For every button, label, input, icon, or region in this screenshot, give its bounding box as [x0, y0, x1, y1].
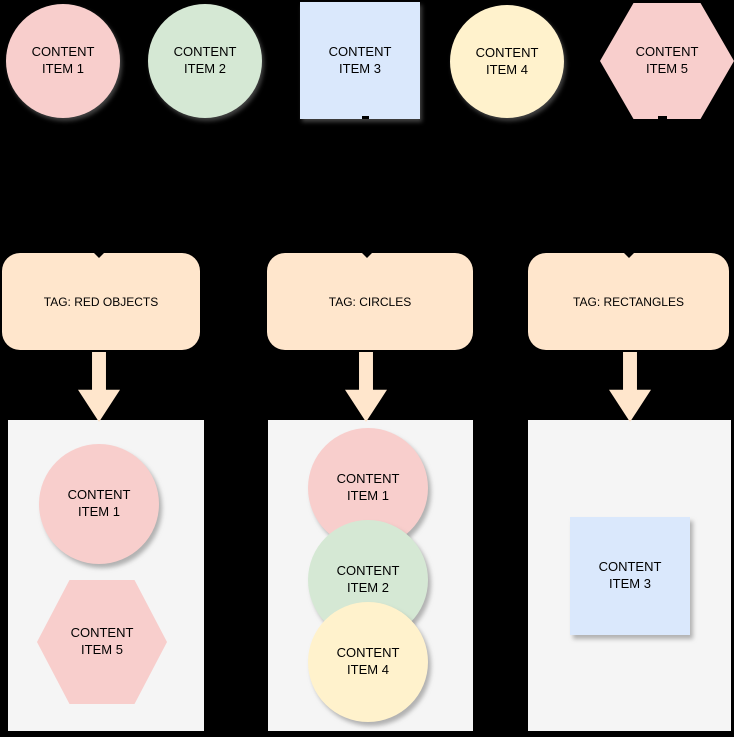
tag-rectangles-label: TAG: RECTANGLES — [573, 294, 684, 309]
source-item-5-hexagon: CONTENT ITEM 5 — [600, 3, 734, 119]
down-arrow-rectangles — [609, 352, 651, 422]
container-red-item-1-label: CONTENT ITEM 1 — [67, 487, 131, 519]
container-circles: CONTENT ITEM 1 CONTENT ITEM 2 CONTENT IT… — [268, 420, 473, 731]
source-item-2-label: CONTENT ITEM 2 — [173, 44, 237, 76]
container-circles-item-1-label: CONTENT ITEM 1 — [336, 471, 400, 503]
connector-stub — [362, 116, 369, 119]
source-item-5-label: CONTENT ITEM 5 — [635, 44, 699, 76]
container-red-item-1-circle: CONTENT ITEM 1 — [39, 444, 159, 564]
source-item-4-circle: CONTENT ITEM 4 — [450, 5, 564, 118]
source-item-1-label: CONTENT ITEM 1 — [31, 44, 95, 76]
connector-arrowhead — [362, 253, 372, 258]
source-item-4-label: CONTENT ITEM 4 — [475, 44, 539, 77]
down-arrow-circles — [345, 352, 387, 422]
container-red-objects: CONTENT ITEM 1 CONTENT ITEM 5 — [8, 420, 204, 731]
connector-arrowhead — [624, 253, 634, 258]
container-rectangles-item-3-label: CONTENT ITEM 3 — [598, 559, 662, 591]
source-item-2-circle: CONTENT ITEM 2 — [148, 4, 262, 118]
tag-red-objects: TAG: RED OBJECTS — [2, 253, 200, 350]
container-rectangles: CONTENT ITEM 3 — [528, 420, 731, 731]
tag-circles-label: TAG: CIRCLES — [328, 294, 412, 309]
container-circles-item-4-label: CONTENT ITEM 4 — [336, 645, 400, 677]
down-arrow-red-objects — [78, 352, 120, 422]
tag-circles: TAG: CIRCLES — [267, 253, 473, 350]
container-circles-item-2-label: CONTENT ITEM 2 — [336, 563, 400, 595]
container-rectangles-item-3-square: CONTENT ITEM 3 — [570, 517, 690, 635]
tag-red-objects-label: TAG: RED OBJECTS — [43, 294, 159, 309]
connector-arrowhead — [94, 253, 104, 258]
container-circles-item-4-circle: CONTENT ITEM 4 — [308, 602, 428, 722]
source-item-1-circle: CONTENT ITEM 1 — [6, 4, 120, 118]
source-item-3-square: CONTENT ITEM 3 — [300, 2, 420, 119]
container-circles-item-1-circle: CONTENT ITEM 1 — [308, 428, 428, 548]
connector-stub — [658, 116, 667, 119]
container-red-item-5-hexagon: CONTENT ITEM 5 — [37, 580, 167, 704]
source-item-3-label: CONTENT ITEM 3 — [328, 43, 392, 76]
container-red-item-5-label: CONTENT ITEM 5 — [70, 625, 134, 657]
tag-rectangles: TAG: RECTANGLES — [528, 253, 729, 350]
